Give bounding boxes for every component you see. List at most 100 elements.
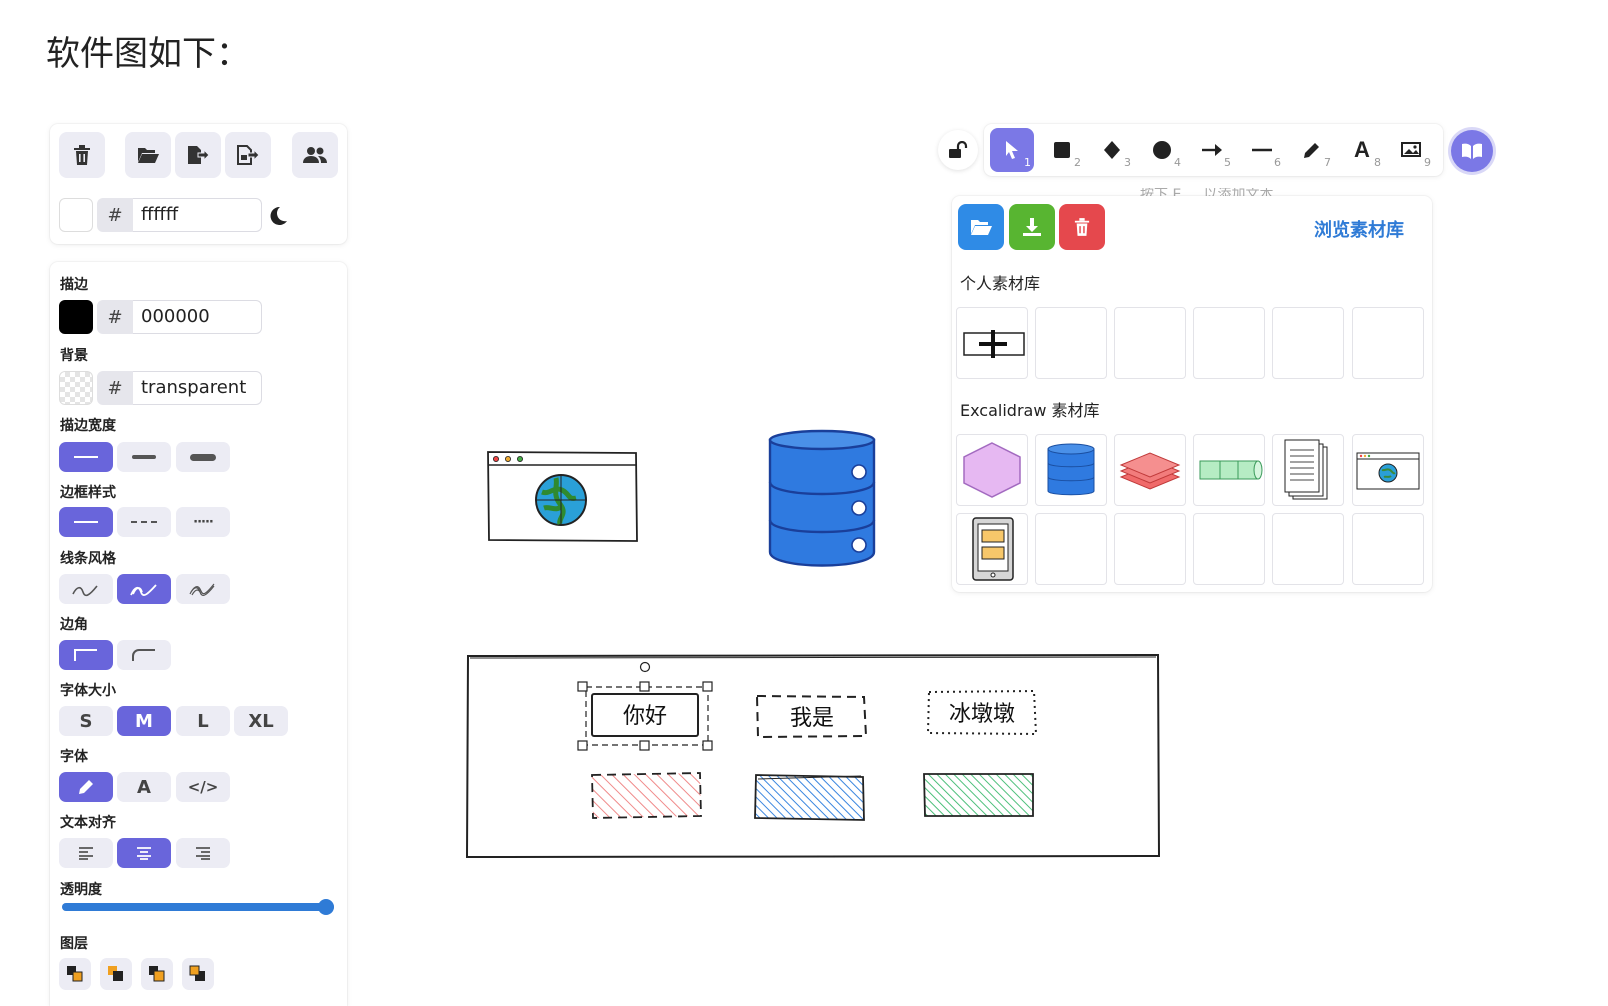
book-open-icon	[1462, 143, 1482, 159]
canvas-browser-sketch[interactable]	[484, 448, 644, 546]
sloppiness-label: 线条风格	[60, 551, 116, 567]
library-item-browser[interactable]	[1352, 434, 1424, 506]
canvas-text-i-am[interactable]: 我是	[789, 706, 834, 731]
font-family-code[interactable]: </>	[176, 772, 230, 802]
text-align-left[interactable]	[59, 838, 113, 868]
tool-line[interactable]: 6	[1240, 128, 1284, 172]
canvas-background-input[interactable]: # ffffff	[97, 198, 262, 232]
library-load-button[interactable]	[958, 204, 1004, 250]
opacity-slider-fill	[62, 903, 334, 911]
stroke-color-swatch[interactable]	[59, 300, 93, 334]
library-item-cylinder[interactable]	[1193, 434, 1265, 506]
tool-image[interactable]: 9	[1390, 128, 1434, 172]
opacity-label: 透明度	[60, 882, 102, 898]
library-item-empty[interactable]	[1193, 513, 1265, 585]
hexagon-icon	[963, 442, 1021, 498]
font-family-normal[interactable]: A	[117, 772, 171, 802]
library-item-empty[interactable]	[1114, 513, 1186, 585]
opacity-slider-thumb[interactable]	[318, 899, 334, 915]
text-align-label: 文本对齐	[60, 815, 116, 831]
lock-button[interactable]	[938, 130, 978, 170]
page-heading: 软件图如下：	[46, 34, 250, 74]
stroke-style-dotted[interactable]: ·····	[176, 507, 230, 537]
theme-toggle-button[interactable]	[264, 202, 292, 230]
send-to-back-button[interactable]	[59, 958, 91, 990]
library-item-empty[interactable]	[1272, 307, 1344, 379]
library-item-empty[interactable]	[1114, 307, 1186, 379]
background-color-swatch[interactable]	[59, 371, 93, 405]
send-to-back-icon	[67, 966, 83, 982]
tool-ellipse[interactable]: 4	[1140, 128, 1184, 172]
database-icon	[1047, 443, 1095, 496]
background-color-input[interactable]: # transparent	[97, 371, 262, 405]
bring-forward-button[interactable]	[141, 958, 173, 990]
dotted-line-icon: ·····	[193, 514, 214, 530]
canvas-frame-sketch[interactable]	[462, 648, 1166, 864]
layers-stack-icon	[1119, 452, 1181, 490]
canvas-background-swatch[interactable]	[59, 198, 93, 232]
stroke-width-bold[interactable]	[117, 442, 171, 472]
font-size-m[interactable]: M	[117, 706, 171, 736]
send-backward-button[interactable]	[100, 958, 132, 990]
align-center-icon	[137, 847, 151, 860]
dashed-line-icon	[131, 521, 157, 523]
sloppiness-cartoonist[interactable]	[176, 574, 230, 604]
library-item-documents[interactable]	[1272, 434, 1344, 506]
stroke-width-extra-bold[interactable]	[176, 442, 230, 472]
send-backward-icon	[108, 966, 123, 981]
text-align-right[interactable]	[176, 838, 230, 868]
stroke-color-input[interactable]: # 000000	[97, 300, 262, 334]
library-item-empty[interactable]	[1035, 513, 1107, 585]
opacity-slider[interactable]	[62, 899, 334, 915]
sharp-corner-icon	[74, 649, 97, 661]
library-item-layers[interactable]	[1114, 434, 1186, 506]
add-to-library-cell[interactable]	[956, 307, 1028, 379]
sloppiness-architect[interactable]	[59, 574, 113, 604]
library-item-empty[interactable]	[1352, 307, 1424, 379]
library-item-empty[interactable]	[1035, 307, 1107, 379]
export-image-button[interactable]	[225, 132, 271, 178]
open-file-button[interactable]	[125, 132, 171, 178]
tool-selection[interactable]: 1	[990, 128, 1034, 172]
sloppiness-artist[interactable]	[117, 574, 171, 604]
font-size-s[interactable]: S	[59, 706, 113, 736]
library-reset-button[interactable]	[1059, 204, 1105, 250]
tool-text[interactable]: A 8	[1354, 137, 1381, 169]
export-button[interactable]	[175, 132, 221, 178]
stroke-style-solid[interactable]	[59, 507, 113, 537]
library-export-button[interactable]	[1009, 204, 1055, 250]
bring-to-front-button[interactable]	[182, 958, 214, 990]
canvas-background-value[interactable]: ffffff	[133, 198, 262, 232]
tool-arrow[interactable]: 5	[1190, 128, 1234, 172]
library-item-database[interactable]	[1035, 434, 1107, 506]
rectangle-icon	[1054, 142, 1070, 158]
font-size-xl[interactable]: XL	[234, 706, 288, 736]
canvas-text-bing-dwen-dwen[interactable]: 冰墩墩	[948, 702, 1015, 727]
edges-round[interactable]	[117, 640, 171, 670]
tool-draw[interactable]: 7	[1290, 128, 1334, 172]
clear-canvas-button[interactable]	[59, 132, 105, 178]
browse-libraries-link[interactable]: 浏览素材库	[1314, 220, 1404, 241]
library-toggle-button[interactable]	[1451, 130, 1493, 172]
font-family-handdrawn[interactable]	[59, 772, 113, 802]
library-item-empty[interactable]	[1193, 307, 1265, 379]
round-corner-icon	[132, 649, 155, 661]
library-item-empty[interactable]	[1352, 513, 1424, 585]
live-collaboration-button[interactable]	[292, 132, 338, 178]
library-item-hexagon[interactable]	[956, 434, 1028, 506]
add-icon	[963, 330, 1025, 358]
library-item-empty[interactable]	[1272, 513, 1344, 585]
library-item-mobile[interactable]	[956, 513, 1028, 585]
stroke-width-thin[interactable]	[59, 442, 113, 472]
canvas-text-hello[interactable]: 你好	[622, 704, 667, 729]
stroke-style-dashed[interactable]	[117, 507, 171, 537]
edges-sharp[interactable]	[59, 640, 113, 670]
solid-line-icon	[74, 521, 98, 523]
background-color-value[interactable]: transparent	[133, 371, 262, 405]
stroke-color-value[interactable]: 000000	[133, 300, 262, 334]
text-align-center[interactable]	[117, 838, 171, 868]
tool-diamond[interactable]: 3	[1090, 128, 1134, 172]
canvas-database-sketch[interactable]	[764, 428, 880, 572]
tool-rectangle[interactable]: 2	[1040, 128, 1084, 172]
font-size-l[interactable]: L	[176, 706, 230, 736]
